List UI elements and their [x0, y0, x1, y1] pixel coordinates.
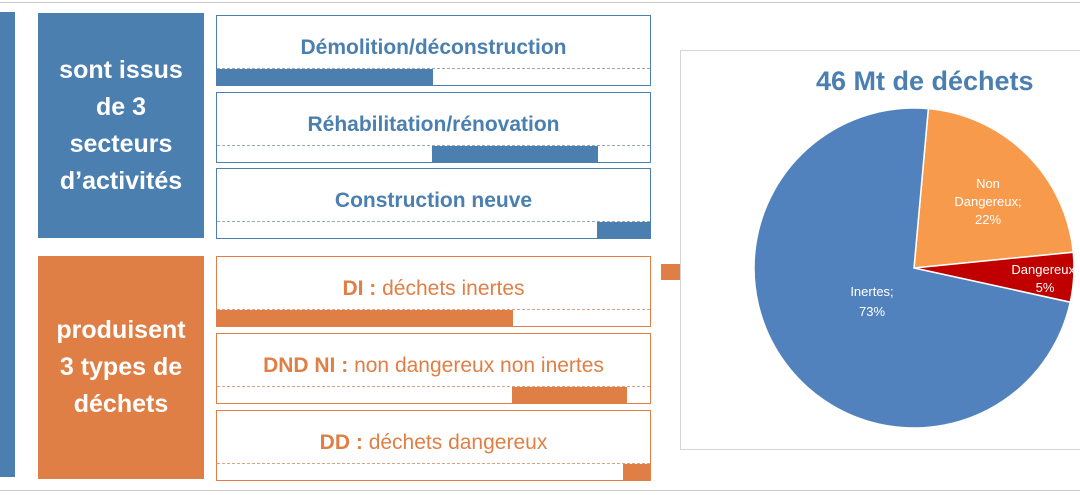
sector-bar: [432, 146, 598, 163]
left-side-strip: [0, 12, 15, 477]
type-bar: [512, 387, 627, 404]
dashed-line: [217, 386, 650, 387]
sector-title: Réhabilitation/rénovation: [307, 113, 560, 136]
type-bar: [217, 310, 513, 327]
types-line: déchets: [73, 390, 169, 418]
type-abbr: DD: [319, 431, 351, 454]
type-title: DI : déchets inertes: [217, 277, 650, 301]
bottom-border: [0, 490, 1080, 491]
dashed-line: [217, 145, 650, 146]
dashed-line: [217, 463, 650, 464]
chart-title: 46 Mt de déchets: [816, 66, 1034, 96]
sector-title: Construction neuve: [334, 189, 533, 212]
sector-box-rehabilitation: Réhabilitation/rénovation: [216, 92, 651, 163]
type-abbr: DND NI: [263, 354, 336, 377]
types-line: 3 types de: [59, 353, 183, 381]
sectors-line: de 3: [95, 92, 147, 121]
type-box-dnd-ni: DND NI : non dangereux non inertes: [216, 333, 651, 404]
type-bar: [623, 464, 651, 481]
type-sep: :: [350, 431, 369, 454]
type-title: DND NI : non dangereux non inertes: [217, 354, 650, 378]
sector-title: Démolition/déconstruction: [300, 36, 567, 59]
dashed-line: [217, 309, 650, 310]
sector-box-demolition: Démolition/déconstruction: [216, 15, 651, 86]
top-border: [0, 2, 1080, 3]
type-desc: déchets dangereux: [368, 431, 548, 454]
type-desc: déchets inertes: [382, 277, 525, 300]
sectors-block: sont issus de 3 secteurs d’activités: [38, 13, 204, 238]
type-abbr: DI: [342, 277, 364, 300]
type-title: DD : déchets dangereux: [217, 431, 650, 455]
types-block: produisent 3 types de déchets: [38, 256, 204, 479]
type-box-di: DI : déchets inertes: [216, 256, 651, 327]
dashed-line: [217, 221, 650, 222]
sectors-line: sont issus: [59, 55, 183, 84]
sectors-line: secteurs: [69, 129, 173, 158]
sector-bar: [217, 69, 433, 86]
sectors-line: d’activités: [59, 166, 183, 195]
type-sep: :: [363, 277, 383, 300]
sector-bar: [597, 222, 651, 239]
sector-box-construction: Construction neuve: [216, 168, 651, 239]
type-sep: :: [335, 354, 355, 377]
type-box-dd: DD : déchets dangereux: [216, 410, 651, 481]
dashed-line: [217, 68, 650, 69]
pie-slice: [753, 107, 1072, 429]
type-desc: non dangereux non inertes: [354, 354, 604, 377]
types-line: produisent: [56, 316, 186, 344]
pie-slice: [913, 107, 1075, 269]
